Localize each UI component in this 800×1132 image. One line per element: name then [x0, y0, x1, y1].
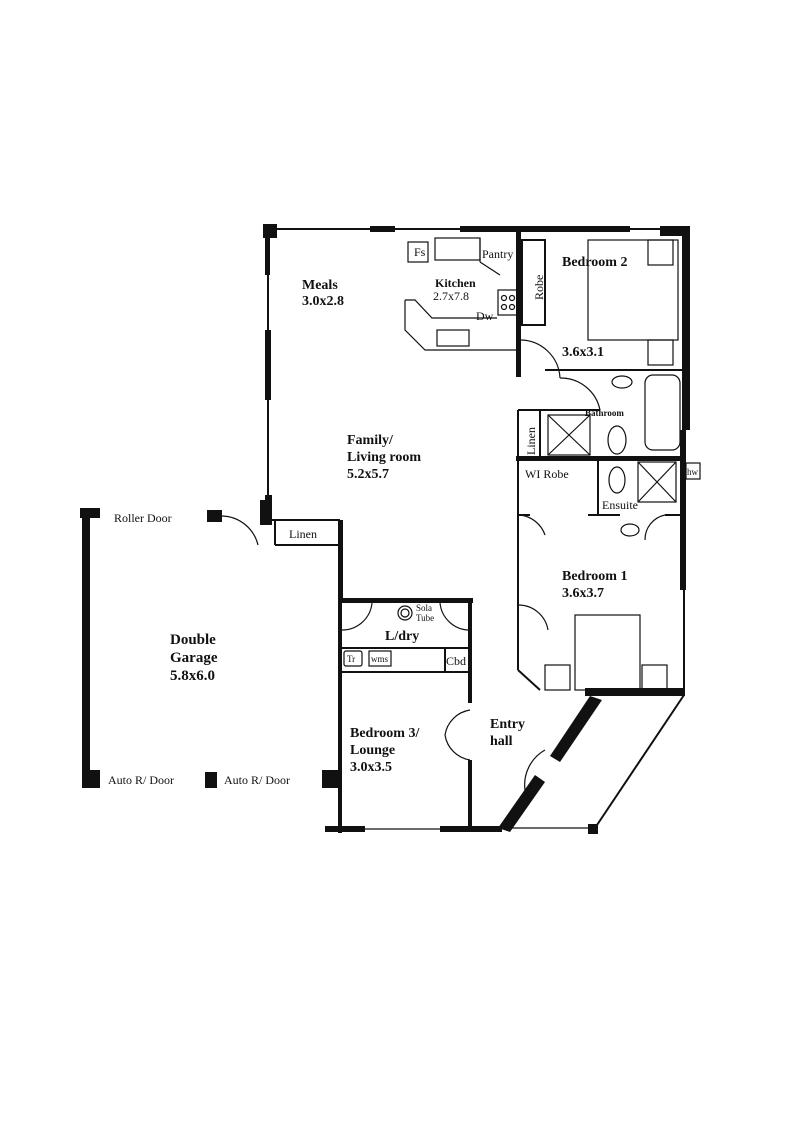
bedroom3-size: 3.0x3.5: [350, 760, 392, 775]
fridge-box: [407, 241, 429, 263]
bedroom3-label-2: Lounge: [350, 743, 395, 758]
washer-label: wms: [371, 654, 389, 664]
garage-size: 5.8x6.0: [170, 668, 215, 684]
dishwasher-label: Dw: [476, 309, 494, 323]
auto-door-label-1: Auto R/ Door: [108, 773, 174, 787]
toilet-icon: [607, 425, 627, 455]
bedroom2-size: 3.6x3.1: [562, 345, 604, 360]
shower-icon: [547, 414, 591, 456]
bathroom-label: Bathroom: [585, 408, 624, 418]
bed1-icon: [574, 614, 641, 691]
hot-water-label: hw: [687, 467, 699, 477]
entry-label-1: Entry: [490, 717, 525, 732]
fridge-label: Fs: [414, 245, 426, 259]
meals-label: Meals: [302, 278, 338, 293]
pantry-label: Pantry: [482, 247, 513, 261]
kitchen-size: 2.7x7.8: [433, 289, 469, 303]
hall-linen-label: Linen: [289, 527, 317, 541]
walls: [80, 224, 690, 834]
bath-linen-label: Linen: [524, 427, 538, 455]
bedroom2-label: Bedroom 2: [562, 255, 627, 270]
cooktop-icon: [497, 289, 519, 316]
fixtures: [343, 237, 681, 691]
ensuite-shower-icon: [637, 461, 677, 503]
entry-label-2: hall: [490, 734, 513, 749]
ensuite-label: Ensuite: [602, 498, 638, 512]
family-label-1: Family/: [347, 433, 394, 448]
bedroom1-label: Bedroom 1: [562, 569, 627, 584]
meals-size: 3.0x2.8: [302, 294, 344, 309]
bedroom1-size: 3.6x3.7: [562, 586, 604, 601]
wi-robe-label: WI Robe: [525, 467, 569, 481]
bedroom3-label-1: Bedroom 3/: [350, 726, 420, 741]
sola-tube-icon: [397, 605, 413, 621]
sink-icon: [436, 329, 470, 347]
auto-door-label-2: Auto R/ Door: [224, 773, 290, 787]
garage-label-2: Garage: [170, 650, 218, 666]
family-label-2: Living room: [347, 450, 421, 465]
kitchen-label: Kitchen: [435, 276, 476, 290]
robe-label: Robe: [532, 275, 546, 300]
cupboard-label: Cbd: [446, 654, 466, 668]
trough-label: Tr: [347, 654, 355, 664]
doors: [221, 339, 666, 791]
roller-door-label: Roller Door: [114, 511, 172, 525]
laundry-label: L/dry: [385, 629, 419, 644]
sola-tube-label-1: Sola: [416, 603, 432, 613]
bath-icon: [644, 374, 681, 451]
bed-icon: [587, 239, 679, 341]
sola-tube-label-2: Tube: [416, 613, 434, 623]
family-size: 5.2x5.7: [347, 467, 389, 482]
basin-icon: [611, 375, 633, 389]
garage-label-1: Double: [170, 632, 216, 648]
